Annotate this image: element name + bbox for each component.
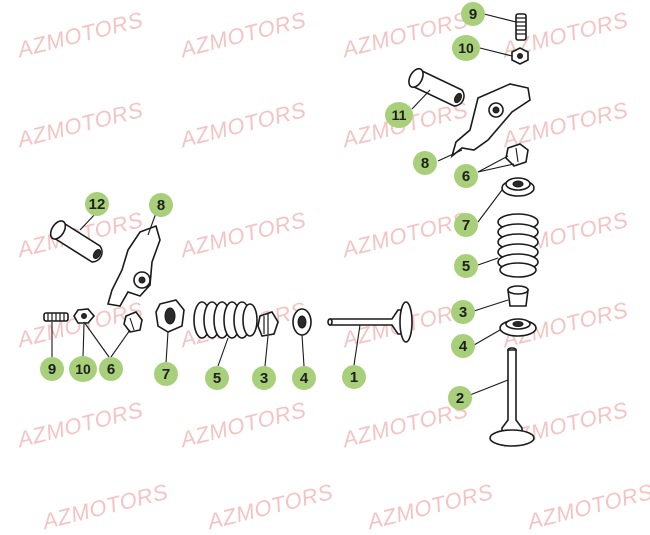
spring-retainer	[501, 177, 535, 197]
spring-seat	[292, 308, 312, 336]
callout-7: 7	[454, 213, 478, 237]
callout-11: 11	[385, 102, 413, 128]
valve-spring	[193, 301, 258, 339]
valve	[327, 301, 413, 343]
callout-4: 4	[451, 334, 475, 358]
callout-12: 12	[85, 192, 109, 216]
valve	[489, 347, 535, 447]
rocker-shaft	[49, 220, 103, 263]
spring-seat	[499, 318, 537, 337]
stem-seal	[507, 285, 529, 307]
exploded-parts-diagram: AZMOTORS AZMOTORS AZMOTORS AZMOTORS AZMO…	[15, 2, 650, 534]
valve-cotter	[505, 143, 529, 167]
callout-9: 9	[40, 357, 64, 381]
lock-nut	[73, 308, 96, 324]
leader-lines	[51, 13, 517, 396]
callout-5: 5	[454, 254, 478, 278]
callout-10: 10	[69, 356, 97, 382]
spring-retainer	[155, 299, 185, 333]
adjusting-screw	[43, 312, 69, 322]
callout-9: 9	[461, 2, 485, 26]
callout-7: 7	[154, 362, 178, 386]
valve-spring	[497, 213, 539, 278]
callout-6: 6	[454, 164, 478, 188]
callout-8: 8	[413, 151, 437, 175]
callout-3: 3	[451, 300, 475, 324]
callout-6: 6	[99, 357, 123, 381]
rocker-arm	[106, 224, 161, 307]
valve-cotter	[123, 311, 143, 333]
parts-drawing	[43, 13, 539, 447]
stem-seal	[257, 311, 279, 337]
adjusting-screw	[515, 13, 527, 41]
callout-2: 2	[448, 386, 472, 410]
callout-1: 1	[342, 365, 366, 389]
callout-8: 8	[149, 193, 173, 217]
callout-5: 5	[205, 366, 229, 390]
rocker-shaft	[408, 67, 465, 107]
lock-nut	[511, 47, 529, 65]
callout-4: 4	[292, 366, 316, 390]
callout-10: 10	[452, 35, 480, 61]
callout-3: 3	[252, 366, 276, 390]
rocker-arm	[450, 83, 531, 159]
